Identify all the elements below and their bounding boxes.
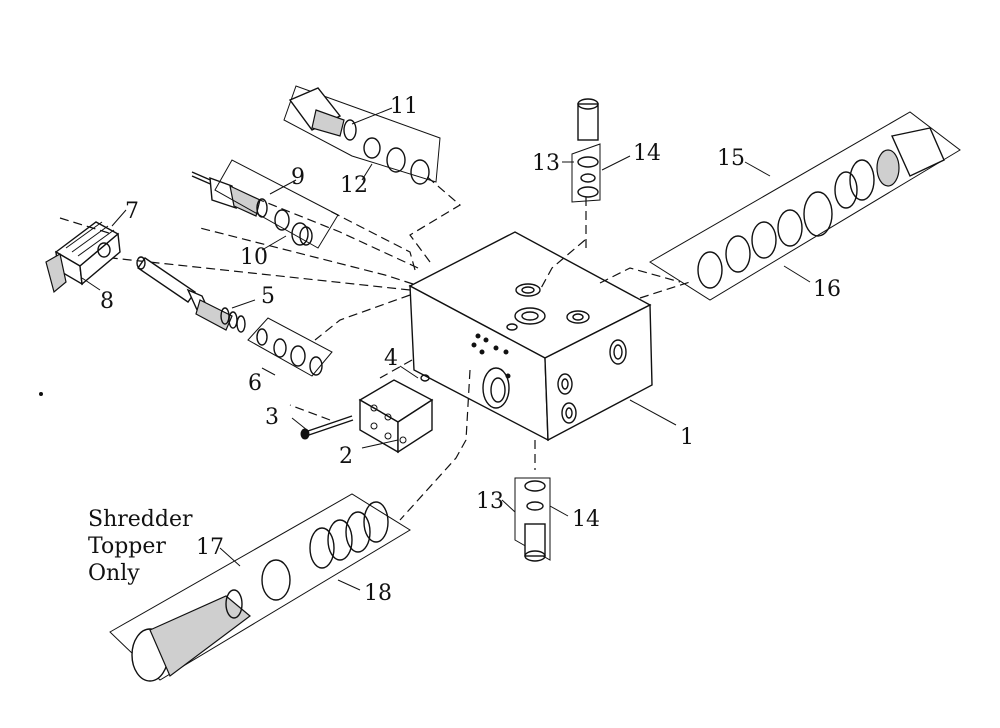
shredder-cartridge-parts-17-18: [109, 493, 411, 682]
relief-cartridge-parts-11-12: [283, 85, 441, 185]
bottom-plug-parts-13-14: [514, 477, 551, 562]
subplate-part-2: [358, 374, 434, 454]
callout-5: 5: [261, 284, 275, 309]
callout-3: 3: [265, 405, 279, 430]
callout-10: 10: [240, 245, 268, 270]
callout-7: 7: [125, 199, 139, 224]
callout-12: 12: [340, 173, 368, 198]
callout-18: 18: [364, 581, 392, 606]
callout-17: 17: [196, 535, 224, 560]
coil-connector-parts-7-8: [45, 217, 121, 294]
callout-11: 11: [390, 94, 418, 119]
callout-8: 8: [100, 289, 114, 314]
callout-2: 2: [339, 444, 353, 469]
stray-dot: [39, 392, 43, 396]
large-cartridge-parts-15-16: [649, 111, 961, 301]
screw-part-3: [300, 415, 354, 440]
callout-labels: 1 2 3 4 5 6 7 8 9 10 11 12 13 14 13 14 1…: [100, 94, 841, 606]
callout-14-bottom: 14: [572, 507, 600, 532]
callout-13-bottom: 13: [476, 489, 504, 514]
note-line-3: Only: [88, 561, 140, 586]
assembly-center-lines: [111, 174, 691, 521]
top-plug-parts-13-14: [571, 98, 601, 203]
note-line-2: Topper: [88, 534, 166, 559]
seal-kit-part-6: [247, 317, 333, 377]
callout-1: 1: [680, 425, 694, 450]
leader-lines: [81, 107, 811, 591]
callout-4: 4: [384, 346, 398, 371]
valve-block-part-1: [408, 231, 653, 442]
callout-9: 9: [291, 165, 305, 190]
callout-15: 15: [717, 146, 745, 171]
shredder-topper-note: Shredder Topper Only: [88, 507, 193, 586]
cartridge-part-5: [136, 256, 246, 333]
relief-valve-parts-9-10: [191, 159, 339, 249]
callout-13-top: 13: [532, 151, 560, 176]
callout-6: 6: [248, 371, 262, 396]
note-line-1: Shredder: [88, 507, 193, 532]
callout-14-top: 14: [633, 141, 661, 166]
callout-16: 16: [813, 277, 841, 302]
